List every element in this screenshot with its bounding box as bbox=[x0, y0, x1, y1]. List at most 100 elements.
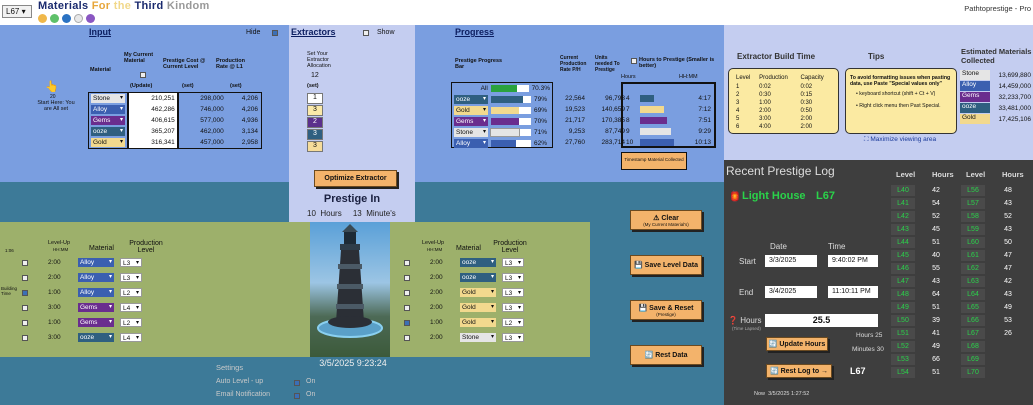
material-dropdown[interactable]: Gold bbox=[91, 138, 125, 147]
extractor-value-field[interactable]: 1 bbox=[307, 93, 323, 104]
levelup-material-dropdown[interactable]: Alloy bbox=[78, 273, 114, 282]
input-material-cell[interactable]: Gems bbox=[89, 115, 128, 126]
levelup-level-dropdown[interactable]: L4 bbox=[120, 303, 142, 312]
rest-log-button[interactable]: 🔄 Rest Log to → bbox=[766, 364, 832, 378]
clear-button[interactable]: ⚠ Clear (My Current Material's) bbox=[630, 210, 702, 230]
extractor-value-field[interactable]: 3 bbox=[307, 129, 323, 140]
levelup-checkbox[interactable] bbox=[22, 274, 28, 281]
levelup-level-dropdown[interactable]: L3 bbox=[502, 258, 524, 267]
levelup-level-dropdown[interactable]: L2 bbox=[120, 288, 142, 297]
tip-line-3: • Right click menu then Past Special. bbox=[856, 103, 941, 109]
hhmm-value: 7:12 bbox=[698, 106, 711, 113]
levelup-level-dropdown[interactable]: L2 bbox=[502, 318, 524, 327]
levelup-material-dropdown[interactable]: ooze bbox=[460, 273, 496, 282]
material-dropdown[interactable]: Gems bbox=[91, 116, 125, 125]
rest-data-button[interactable]: 🔄 Rest Data bbox=[630, 345, 702, 365]
start-time-field[interactable]: 9:40:02 PM bbox=[828, 255, 878, 267]
level-select[interactable]: L67 ▾ bbox=[2, 5, 32, 18]
levelup-level-dropdown[interactable]: L3 bbox=[502, 273, 524, 282]
extractor-value-field[interactable]: 3 bbox=[307, 141, 323, 152]
input-material-cell[interactable]: Stone bbox=[89, 93, 128, 104]
hours-bar bbox=[640, 106, 664, 113]
levelup-material-dropdown[interactable]: Gems bbox=[78, 318, 114, 327]
progress-material-dropdown[interactable]: Gold bbox=[454, 106, 488, 115]
levelup-checkbox[interactable] bbox=[404, 304, 410, 311]
show-checkbox[interactable] bbox=[363, 30, 369, 36]
levelup-level-dropdown[interactable]: L3 bbox=[120, 258, 142, 267]
progress-material-dropdown[interactable]: Gems bbox=[454, 117, 488, 126]
levelup-checkbox[interactable] bbox=[22, 304, 28, 311]
input-material-cell[interactable]: ooze bbox=[89, 126, 128, 137]
progress-row: Alloy62% bbox=[452, 138, 552, 149]
save-reset-button[interactable]: 💾 Save & Reset (Prestige) bbox=[630, 300, 702, 320]
levelup-level-dropdown[interactable]: L3 bbox=[502, 303, 524, 312]
log-col-level-1: Level bbox=[896, 170, 916, 179]
auto-levelup-checkbox[interactable] bbox=[294, 380, 300, 386]
extractor-value-field[interactable]: 2 bbox=[307, 117, 323, 128]
input-material-cell[interactable]: Gold bbox=[89, 137, 128, 148]
levelup-material-dropdown[interactable]: ooze bbox=[78, 333, 114, 342]
current-material-value: 462,286 bbox=[127, 104, 179, 115]
levelup-material-dropdown[interactable]: Stone bbox=[460, 333, 496, 342]
optimize-extractor-button[interactable]: Optimize Extractor bbox=[314, 170, 397, 187]
email-checkbox[interactable] bbox=[294, 393, 300, 399]
maximize-link[interactable]: ⛶ Maximize viewing area bbox=[864, 136, 936, 144]
hours-value-field[interactable]: 25.5 bbox=[765, 314, 878, 327]
log-hours-cell: 55 bbox=[932, 264, 940, 272]
end-date-field[interactable]: 3/4/2025 bbox=[765, 286, 817, 298]
green-dot-icon bbox=[50, 14, 59, 23]
levelup-material-dropdown[interactable]: Alloy bbox=[78, 258, 114, 267]
levelup-checkbox[interactable] bbox=[22, 334, 28, 341]
levelup-material-dropdown[interactable]: Gold bbox=[460, 318, 496, 327]
save-level-data-button[interactable]: 💾 Save Level Data bbox=[630, 255, 702, 275]
levelup-checkbox[interactable] bbox=[22, 319, 28, 326]
levelup-material-dropdown[interactable]: Gold bbox=[460, 288, 496, 297]
log-level-cell: L44 bbox=[891, 236, 915, 248]
end-time-field[interactable]: 11:10:11 PM bbox=[828, 286, 878, 298]
levelup-checkbox[interactable] bbox=[404, 319, 410, 326]
hide-checkbox[interactable] bbox=[272, 30, 278, 36]
input-material-cell[interactable]: Alloy bbox=[89, 104, 128, 115]
progress-material-dropdown[interactable]: Alloy bbox=[454, 139, 488, 148]
progress-section: Progress Prestige Progress Bar Current P… bbox=[415, 25, 724, 182]
material-dropdown[interactable]: ooze bbox=[91, 127, 125, 136]
levelup-row: 2:00oozeL3 bbox=[404, 270, 564, 285]
levelup-material-dropdown[interactable]: Gems bbox=[78, 303, 114, 312]
progress-material-dropdown[interactable]: Stone bbox=[454, 128, 488, 137]
levelup-level-dropdown[interactable]: L2 bbox=[120, 318, 142, 327]
update-checkbox[interactable] bbox=[140, 72, 146, 78]
levelup-checkbox[interactable] bbox=[404, 289, 410, 296]
material-dropdown[interactable]: Stone bbox=[91, 94, 125, 103]
levelup-row: 3:00GemsL4 bbox=[22, 300, 182, 315]
progress-fill bbox=[491, 118, 519, 125]
email-state: On bbox=[306, 391, 316, 398]
extractor-value-field[interactable]: 3 bbox=[307, 105, 323, 116]
update-hours-button[interactable]: 🔄 Update Hours bbox=[766, 337, 828, 351]
levelup-checkbox[interactable] bbox=[404, 334, 410, 341]
levelup-level-dropdown[interactable]: L3 bbox=[120, 273, 142, 282]
levelup-checkbox[interactable] bbox=[22, 259, 28, 266]
tips-title: Tips bbox=[868, 52, 885, 61]
progress-material-dropdown[interactable]: ooze bbox=[454, 95, 488, 104]
log-level-cell: L68 bbox=[961, 340, 985, 352]
levelup-checkbox[interactable] bbox=[404, 259, 410, 266]
levelup-material-dropdown[interactable]: Gold bbox=[460, 303, 496, 312]
levelup-material-dropdown[interactable]: Alloy bbox=[78, 288, 114, 297]
levelup-material-dropdown[interactable]: ooze bbox=[460, 258, 496, 267]
start-date-field[interactable]: 3/3/2025 bbox=[765, 255, 817, 267]
levelup-level-dropdown[interactable]: L3 bbox=[502, 333, 524, 342]
hours-to-prestige-radio[interactable] bbox=[631, 58, 637, 64]
levelup-level-dropdown[interactable]: L4 bbox=[120, 333, 142, 342]
timestamp-collected-button[interactable]: Timestamp Material Collected bbox=[621, 152, 687, 170]
levelup-checkbox[interactable] bbox=[404, 274, 410, 281]
levelup-checkbox[interactable] bbox=[22, 289, 28, 296]
estimated-title: Estimated Materials Collected bbox=[961, 47, 1032, 65]
log-level-cell: L56 bbox=[961, 184, 985, 196]
progress-row: Stone71% bbox=[452, 127, 552, 138]
progress-track bbox=[491, 118, 531, 125]
log-level-cell: L60 bbox=[961, 236, 985, 248]
material-dropdown[interactable]: Alloy bbox=[91, 105, 125, 114]
levelup-level-dropdown[interactable]: L3 bbox=[502, 288, 524, 297]
